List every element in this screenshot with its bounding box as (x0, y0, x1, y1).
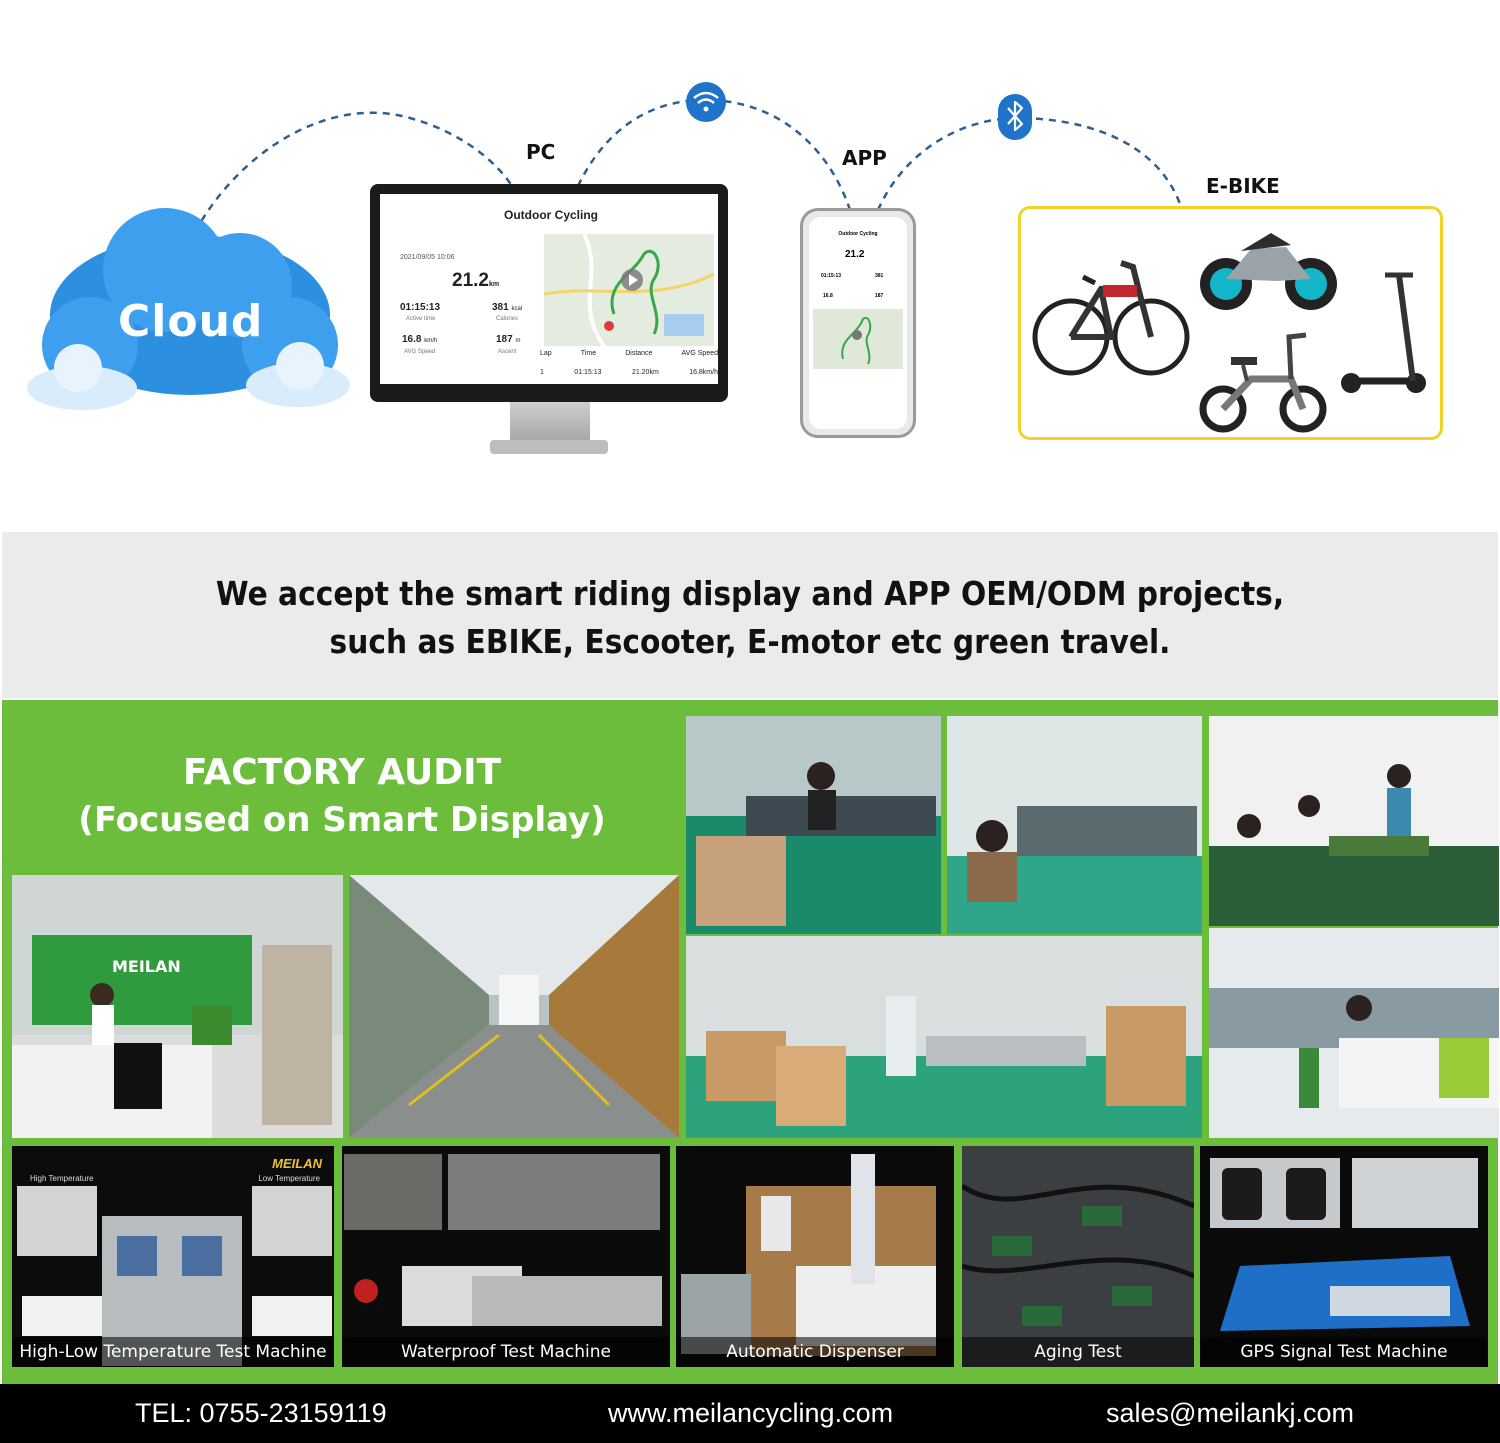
phone-calories: 381 (875, 273, 884, 279)
dispenser-tile: Automatic Dispenser (676, 1146, 954, 1367)
low-temperature-label: Low Temperature (258, 1174, 320, 1183)
folding-ebike-icon (1199, 332, 1327, 433)
cloud-shape (27, 208, 350, 410)
banner-line-1: We accept the smart riding display and A… (215, 574, 1285, 613)
tile-caption: High-Low Temperature Test Machine (12, 1337, 334, 1367)
pc-active-time: 01:15:13 (400, 302, 441, 313)
factory-audit-section: FACTORY AUDIT (Focused on Smart Display)… (2, 700, 1499, 1384)
bluetooth-icon (998, 94, 1032, 140)
phone-avg-speed: 16.8 (823, 293, 833, 299)
connectivity-diagram: Cloud PC APP E-BIKE Outdoor Cycling 2021… (0, 0, 1500, 530)
phone-screen: Outdoor Cycling 21.2 01:15:13 381 16.8 1… (809, 217, 907, 429)
temperature-test-tile: High Temperature Low Temperature MEILAN … (12, 1146, 334, 1367)
aging-test-tile: Aging Test (962, 1146, 1194, 1367)
wifi-icon (686, 82, 726, 122)
app-label: APP (842, 146, 887, 170)
footer-email-link[interactable]: sales@meilankj.com (1106, 1398, 1354, 1428)
corridor-photo (349, 875, 679, 1138)
pc-screen: Outdoor Cycling 2021/09/05 10:06 21.2km … (380, 194, 718, 384)
pc-screen-date: 2021/09/05 10:06 (400, 254, 455, 261)
smartphone: Outdoor Cycling 21.2 01:15:13 381 16.8 1… (800, 208, 916, 438)
vehicle-illustrations (1032, 233, 1426, 433)
reception-photo: MEILAN (12, 875, 343, 1138)
pc-ascent: 187 m (496, 334, 521, 345)
production-line-photo-1 (686, 716, 941, 934)
tile-caption: Waterproof Test Machine (342, 1337, 670, 1367)
pc-avg-speed-label: AVG Speed (404, 349, 436, 355)
ebike-icon (1032, 260, 1190, 376)
high-temperature-label: High Temperature (30, 1174, 94, 1183)
gps-test-tile: GPS Signal Test Machine (1200, 1146, 1488, 1367)
footer-website-link[interactable]: www.meilancycling.com (608, 1398, 894, 1428)
pc-label: PC (526, 140, 556, 164)
cloud-to-pc-link (193, 111, 514, 233)
motorcycle-icon (1200, 233, 1337, 310)
office-meeting-photo (1209, 716, 1499, 926)
pc-route-map (544, 234, 714, 346)
phone-route-map (813, 309, 903, 369)
pc-calories-label: Calories (496, 316, 519, 322)
pc-ascent-label: Ascent (498, 349, 517, 355)
waterproof-test-tile: Waterproof Test Machine (342, 1146, 670, 1367)
phone-distance: 21.2 (845, 249, 865, 260)
tile-caption: GPS Signal Test Machine (1200, 1337, 1488, 1367)
cloud-label: Cloud (118, 296, 264, 347)
scooter-icon (1341, 272, 1426, 393)
pc-monitor: Outdoor Cycling 2021/09/05 10:06 21.2km … (370, 184, 728, 402)
ebike-label: E-BIKE (1206, 174, 1280, 198)
pc-screen-title: Outdoor Cycling (504, 208, 598, 222)
phone-active-time: 01:15:13 (821, 273, 842, 279)
meilan-wall-logo: MEILAN (112, 957, 181, 976)
office-desks-photo (1209, 928, 1499, 1138)
meilan-tile-logo: MEILAN (272, 1156, 322, 1171)
phone-screen-title: Outdoor Cycling (838, 231, 878, 237)
phone-ascent: 187 (875, 293, 884, 299)
monitor-base (490, 440, 608, 454)
contact-footer: TEL: 0755-23159119 www.meilancycling.com… (0, 1384, 1500, 1443)
pc-calories: 381 kcal (492, 302, 523, 313)
footer-telephone: TEL: 0755-23159119 (135, 1398, 387, 1428)
pc-active-time-label: Active time (406, 316, 436, 322)
tile-caption: Aging Test (962, 1337, 1194, 1367)
monitor-stand (510, 402, 590, 442)
banner-line-2: such as EBIKE, Escooter, E-motor etc gre… (329, 622, 1171, 661)
connection-lines (27, 82, 1182, 410)
factory-audit-subtitle: (Focused on Smart Display) (78, 800, 606, 840)
ebike-vehicles-box (1018, 206, 1443, 440)
warehouse-photo (686, 936, 1202, 1138)
pc-screen-distance: 21.2km (452, 270, 500, 291)
pc-avg-speed: 16.8 km/h (402, 334, 438, 345)
tile-caption: Automatic Dispenser (676, 1337, 954, 1367)
factory-audit-title: FACTORY AUDIT (182, 752, 502, 793)
oem-banner: We accept the smart riding display and A… (2, 532, 1498, 698)
production-line-photo-2 (947, 716, 1202, 934)
